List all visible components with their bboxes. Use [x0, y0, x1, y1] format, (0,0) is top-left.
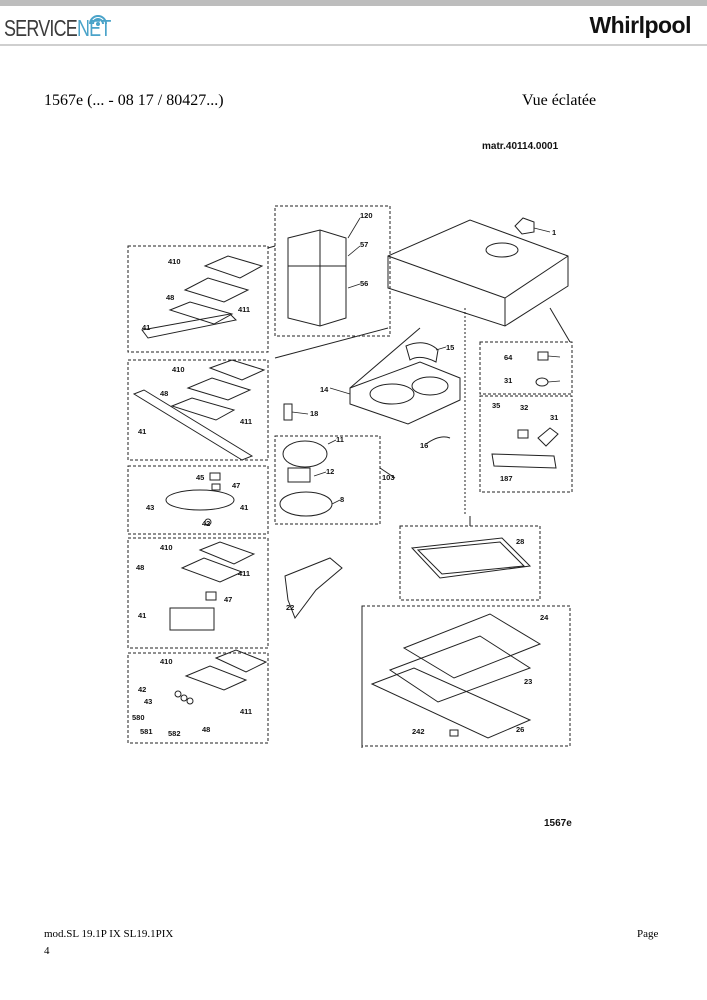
label-15: 15: [446, 343, 454, 352]
diagram-code: 1567e: [544, 818, 572, 828]
part-labels: matr.40114.0001 120 57 56 1 15 14 18 16 …: [132, 141, 572, 828]
label-11: 11: [336, 435, 344, 444]
hood-outlet: [485, 242, 519, 258]
lamp-group-2: [479, 395, 573, 493]
label-p5-580: 580: [132, 713, 145, 722]
label-p5-582: 582: [168, 729, 181, 738]
label-p5-43: 43: [144, 697, 152, 706]
header-divider: [0, 44, 707, 46]
label-p4-41: 41: [138, 611, 146, 620]
label-p1-48: 48: [166, 293, 174, 302]
part-23: [388, 635, 532, 703]
label-p3-42: 42: [202, 519, 210, 528]
label-p5-581: 581: [140, 727, 153, 736]
exploded-view-diagram: matr.40114.0001 120 57 56 1 15 14 18 16 …: [127, 141, 573, 828]
label-8: 8: [340, 495, 344, 504]
damper: [514, 217, 535, 235]
label-p3-47: 47: [232, 481, 240, 490]
footer-model: mod.SL 19.1P IX SL19.1PIX: [44, 928, 174, 940]
label-64: 64: [504, 353, 513, 362]
label-p2-410: 410: [172, 365, 185, 374]
label-31-bottom: 31: [550, 413, 558, 422]
part-18: [283, 403, 293, 421]
label-p4-48: 48: [136, 563, 144, 572]
label-22: 22: [286, 603, 294, 612]
label-32: 32: [520, 403, 528, 412]
wifi-icon: [89, 15, 107, 26]
label-p2-411: 411: [240, 417, 252, 426]
label-p2-41: 41: [138, 427, 146, 436]
part-24: [402, 613, 542, 679]
hood-body: [387, 219, 569, 327]
control-panel-2: [127, 359, 269, 461]
part-22: [284, 557, 343, 620]
label-p3-41: 41: [240, 503, 248, 512]
part-16: [425, 436, 451, 445]
label-p4-410: 410: [160, 543, 173, 552]
page-subtitle: Vue éclatée: [522, 92, 597, 109]
header-stripe: [0, 0, 707, 6]
label-1: 1: [552, 228, 556, 237]
label-56: 56: [360, 279, 368, 288]
part-15: [405, 342, 439, 363]
label-187: 187: [500, 474, 513, 483]
chimney-panel: [274, 205, 391, 337]
label-p5-410: 410: [160, 657, 173, 666]
part-26: [370, 667, 532, 739]
label-23: 23: [524, 677, 532, 686]
label-p1-411: 411: [238, 305, 250, 314]
label-p1-41: 41: [142, 323, 150, 332]
header-bar: SERVICENET Whirlpool: [0, 0, 707, 48]
label-242: 242: [412, 727, 425, 736]
matr-label: matr.40114.0001: [482, 141, 559, 152]
control-panel-5: [127, 652, 269, 744]
label-12: 12: [326, 467, 334, 476]
footer-page-label: Page: [637, 928, 659, 940]
label-p4-411: 411: [238, 569, 250, 578]
fan: [282, 440, 328, 468]
part-187: [491, 453, 557, 469]
motor-group: [274, 435, 381, 525]
label-120: 120: [360, 211, 373, 220]
label-31-top: 31: [504, 376, 512, 385]
motor: [279, 491, 333, 517]
label-103: 103: [382, 473, 395, 482]
chimney-part: [287, 229, 347, 327]
motor-housing: [349, 361, 461, 425]
label-p5-42: 42: [138, 685, 146, 694]
lamp-group-1: [479, 341, 573, 395]
control-panel-4: [127, 537, 269, 649]
label-p5-411: 411: [240, 707, 252, 716]
label-14: 14: [320, 385, 329, 394]
label-p5-48: 48: [202, 725, 210, 734]
footer-page-number: 4: [44, 945, 50, 957]
label-p3-45: 45: [196, 473, 204, 482]
label-16: 16: [420, 441, 428, 450]
control-panel-3: [127, 465, 269, 535]
label-18: 18: [310, 409, 318, 418]
label-28: 28: [516, 537, 524, 546]
label-p3-43: 43: [146, 503, 154, 512]
label-35: 35: [492, 401, 500, 410]
servicenet-logo: SERVICENET: [4, 13, 141, 43]
label-p1-410: 410: [168, 257, 181, 266]
control-panel-1: [127, 245, 269, 353]
label-p4-47: 47: [224, 595, 232, 604]
label-p2-48: 48: [160, 389, 168, 398]
label-26: 26: [516, 725, 524, 734]
label-57: 57: [360, 240, 368, 249]
label-24: 24: [540, 613, 549, 622]
whirlpool-logo: Whirlpool: [589, 12, 691, 38]
grease-filter: [410, 537, 532, 579]
page-title: 1567e (... - 08 17 / 80427...): [44, 92, 224, 109]
